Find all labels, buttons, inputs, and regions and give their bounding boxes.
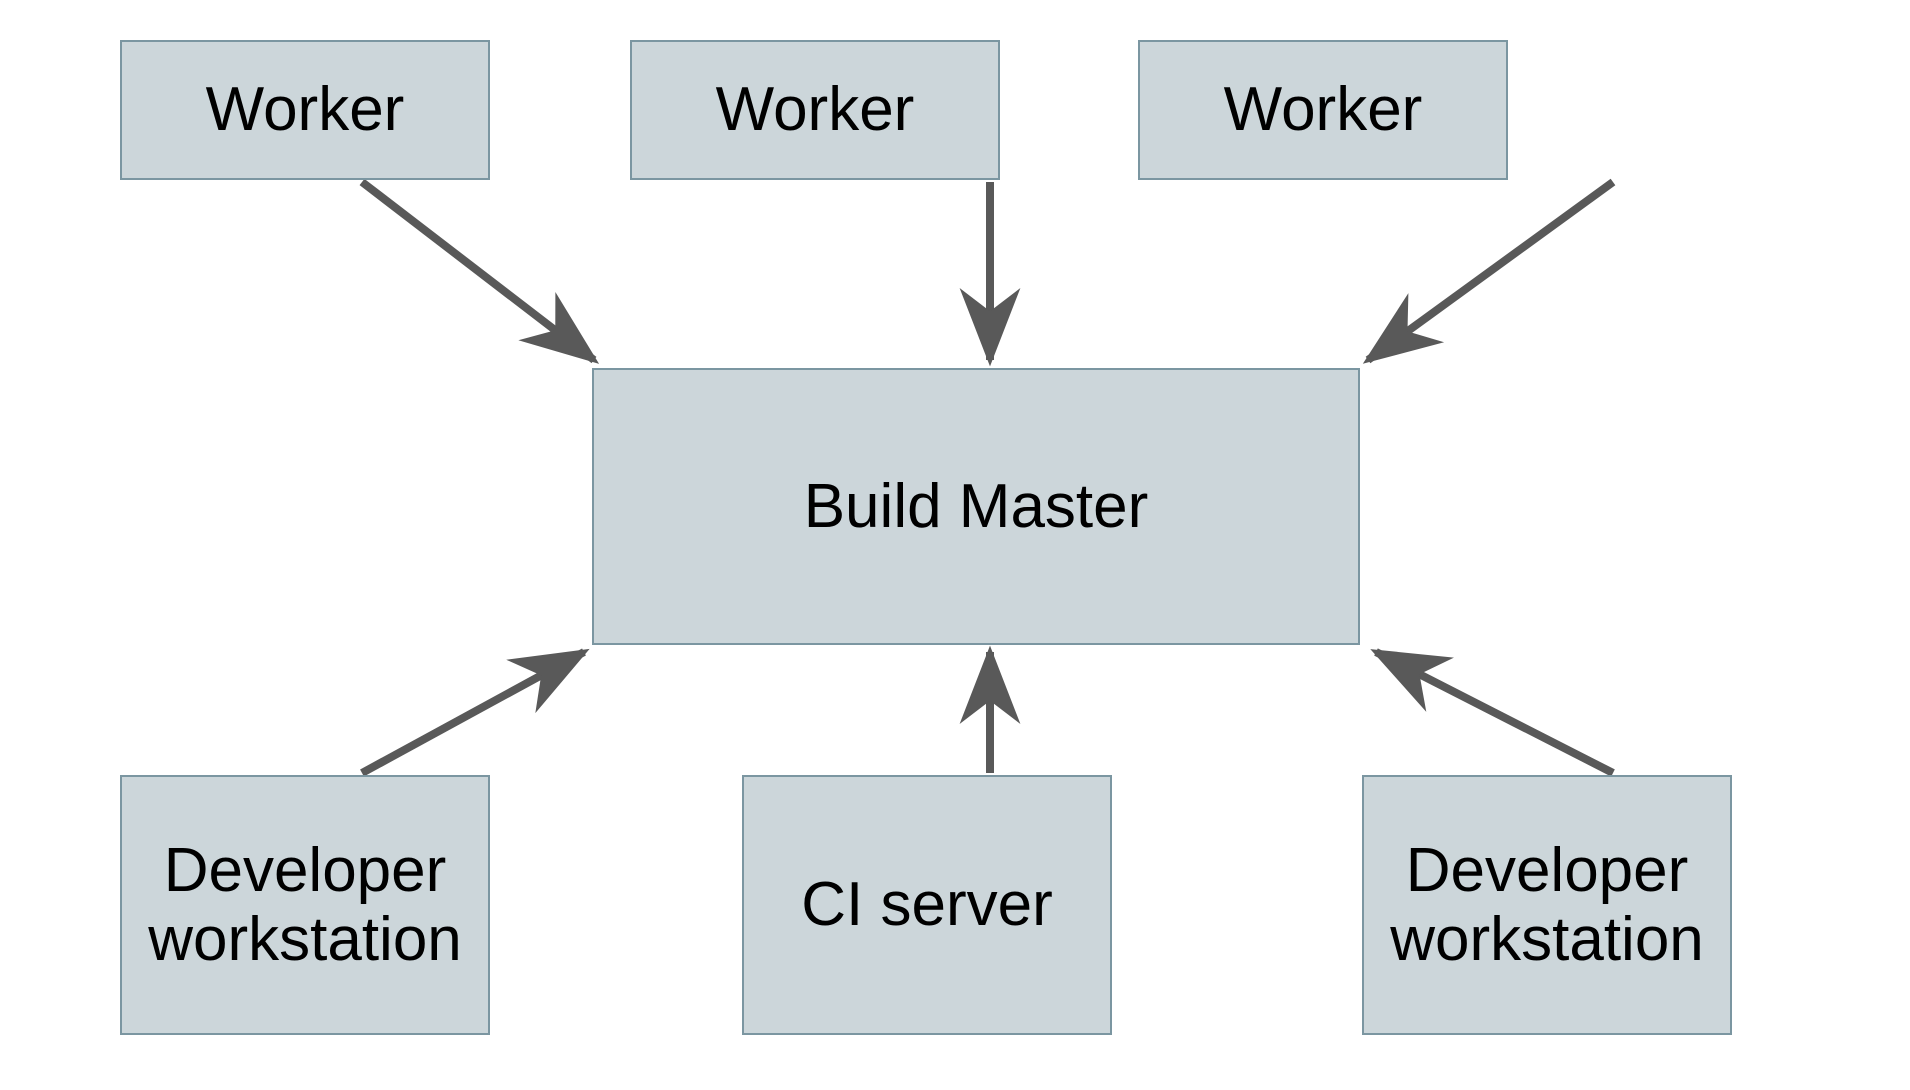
node-worker-1[interactable]: Worker: [120, 40, 490, 180]
node-developer-workstation-right-label: Developer workstation: [1390, 835, 1704, 974]
node-worker-2-label: Worker: [715, 75, 915, 145]
edge-worker1-to-build-master: [359, 178, 600, 364]
node-developer-workstation-left[interactable]: Developer workstation: [120, 775, 490, 1035]
node-build-master-label: Build Master: [803, 471, 1149, 541]
node-worker-3-label: Worker: [1223, 75, 1423, 145]
edge-dev-right-to-build-master: [1370, 648, 1615, 777]
edge-worker3-to-build-master: [1362, 178, 1616, 364]
node-worker-1-label: Worker: [205, 75, 405, 145]
node-build-master[interactable]: Build Master: [592, 368, 1360, 645]
node-developer-workstation-right[interactable]: Developer workstation: [1362, 775, 1732, 1035]
node-ci-server[interactable]: CI server: [742, 775, 1112, 1035]
node-worker-2[interactable]: Worker: [630, 40, 1000, 180]
edge-dev-left-to-build-master: [360, 648, 590, 777]
node-ci-server-label: CI server: [801, 870, 1053, 940]
node-worker-3[interactable]: Worker: [1138, 40, 1508, 180]
node-developer-workstation-left-label: Developer workstation: [148, 835, 462, 974]
